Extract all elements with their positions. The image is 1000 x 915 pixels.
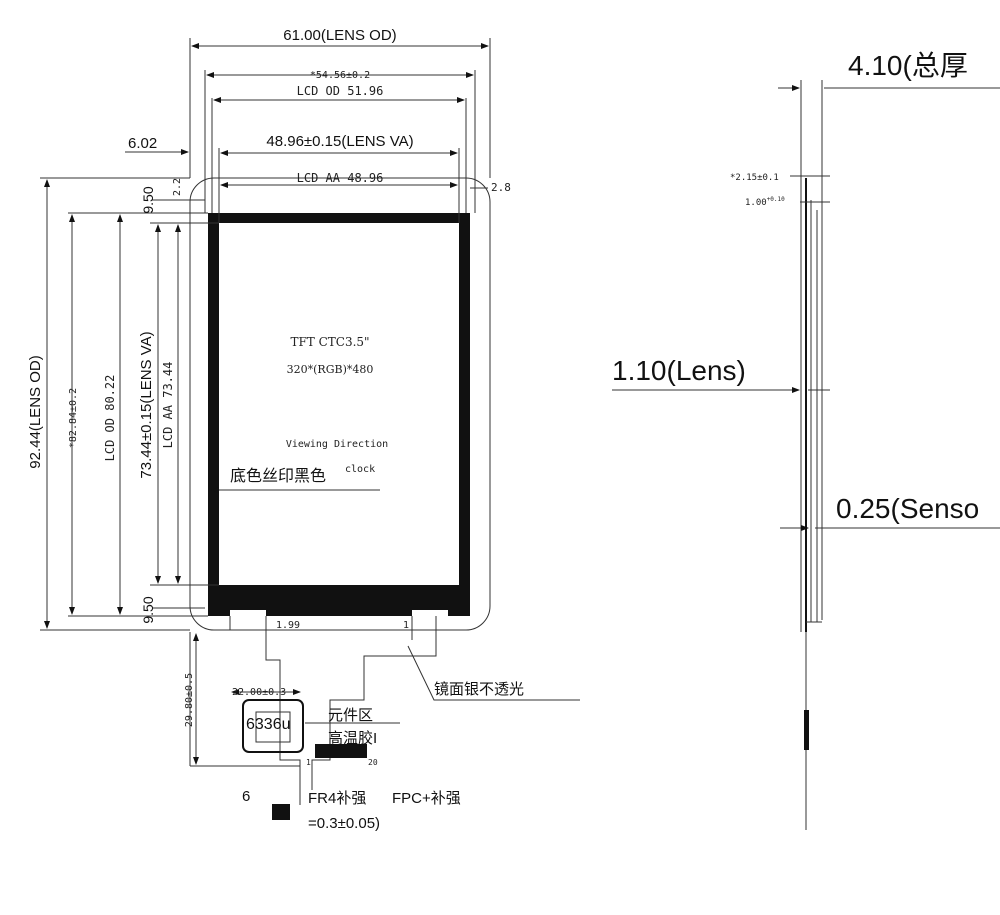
- small-dim-2: 1.00+0.10: [745, 196, 785, 208]
- panel-type-label: TFT CTC3.5": [290, 335, 369, 349]
- dim-lcd-aa-height: LCD AA 73.44: [161, 362, 175, 449]
- small-dim-1: *2.15±0.1: [730, 173, 779, 183]
- dim-lens-va-width: 48.96±0.15(LENS VA): [266, 133, 413, 150]
- dim-height-tolerance: *82.84±0.2: [68, 388, 79, 448]
- active-area: [219, 223, 459, 585]
- dim-lcd-aa-width: LCD AA 48.96: [297, 171, 384, 185]
- viewing-direction-label: Viewing Direction: [286, 439, 388, 450]
- ic-inner: [255, 711, 291, 743]
- fpc-pin-1: 1: [306, 758, 311, 767]
- fpc-tail-stiffener: [272, 804, 290, 820]
- component-area-label: 元件区: [328, 707, 373, 724]
- dim-corner-offset: 2.2: [172, 178, 183, 196]
- dim-lcd-od-height: LCD OD 80.22: [103, 375, 117, 462]
- fpc-tail-num: 6: [242, 788, 250, 805]
- dim-lcd-od-tolerance: *54.56±0.2: [310, 70, 370, 81]
- fpc-stiffener-label: FPC+补强: [392, 790, 461, 807]
- bg-print-label: 底色丝印黑色: [230, 467, 326, 485]
- dim-fpc-length: 29.80±0.5: [184, 673, 195, 727]
- fpc-outline: [229, 616, 437, 805]
- lens-thickness-label: 1.10(Lens): [612, 355, 746, 386]
- dim-top-border: 9.50: [140, 186, 156, 213]
- resolution-label: 320*(RGB)*480: [287, 363, 374, 376]
- high-temp-tape: [315, 744, 367, 758]
- fr4-thickness: =0.3±0.05): [308, 815, 380, 832]
- mirror-silver-label: 镜面银不透光: [434, 680, 524, 698]
- fpc-pin-20: 20: [368, 758, 378, 767]
- viewing-clock-label: clock: [345, 464, 375, 475]
- sensor-thickness-label: 0.25(Senso: [836, 493, 979, 524]
- side-connector: [804, 710, 809, 750]
- fr4-label: FR4补强: [308, 790, 366, 807]
- total-thickness-label: 4.10(总厚: [848, 50, 968, 81]
- frame-notch-right: [412, 610, 448, 620]
- pin-label-top: 1.99: [276, 620, 300, 631]
- dim-corner-radius: 2.8: [491, 181, 511, 194]
- dim-fpc-width: 22.00±0.3: [232, 687, 286, 698]
- dim-left-offset: 6.02: [128, 135, 157, 152]
- ic-block: [242, 699, 304, 753]
- side-view: 4.10(总厚 *2.15±0.1 1.00+0.10 1.10(Lens) 0…: [612, 50, 1000, 830]
- pin-end-label: 1: [403, 620, 409, 631]
- ic-label: 6336u: [246, 716, 291, 733]
- dim-lens-va-height: 73.44±0.15(LENS VA): [138, 331, 155, 478]
- dim-lcd-od-width: LCD OD 51.96: [297, 84, 384, 98]
- dim-lens-od-height: 92.44(LENS OD): [27, 355, 44, 468]
- dim-bottom-border: 9.50: [140, 596, 156, 623]
- front-view: 61.00(LENS OD) *54.56±0.2 LCD OD 51.96 4…: [27, 27, 580, 832]
- tape-label: 高温胶I: [328, 730, 377, 747]
- frame-notch-left: [230, 610, 266, 620]
- dim-lens-od-width: 61.00(LENS OD): [283, 27, 396, 44]
